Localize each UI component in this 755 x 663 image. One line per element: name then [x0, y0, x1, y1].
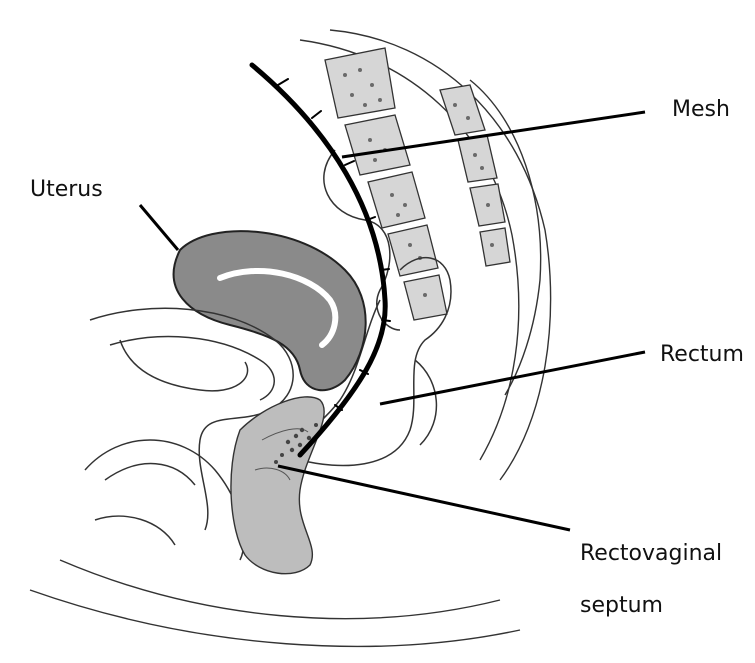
rectovaginal-septum [274, 423, 318, 464]
label-rectum: Rectum [660, 342, 744, 367]
rectum-leader [379, 350, 646, 406]
mesh-leader [341, 110, 646, 159]
uterus-shape [172, 230, 367, 392]
leader-lines [138, 110, 646, 532]
label-septum: septum [580, 593, 663, 618]
septum-leader [277, 464, 571, 532]
label-uterus: Uterus [30, 177, 103, 202]
uterus-leader [138, 204, 180, 251]
label-mesh: Mesh [672, 97, 730, 122]
mesh-line [249, 62, 391, 458]
vagina-shape [230, 396, 325, 575]
label-rectovaginal: Rectovaginal [580, 541, 722, 566]
